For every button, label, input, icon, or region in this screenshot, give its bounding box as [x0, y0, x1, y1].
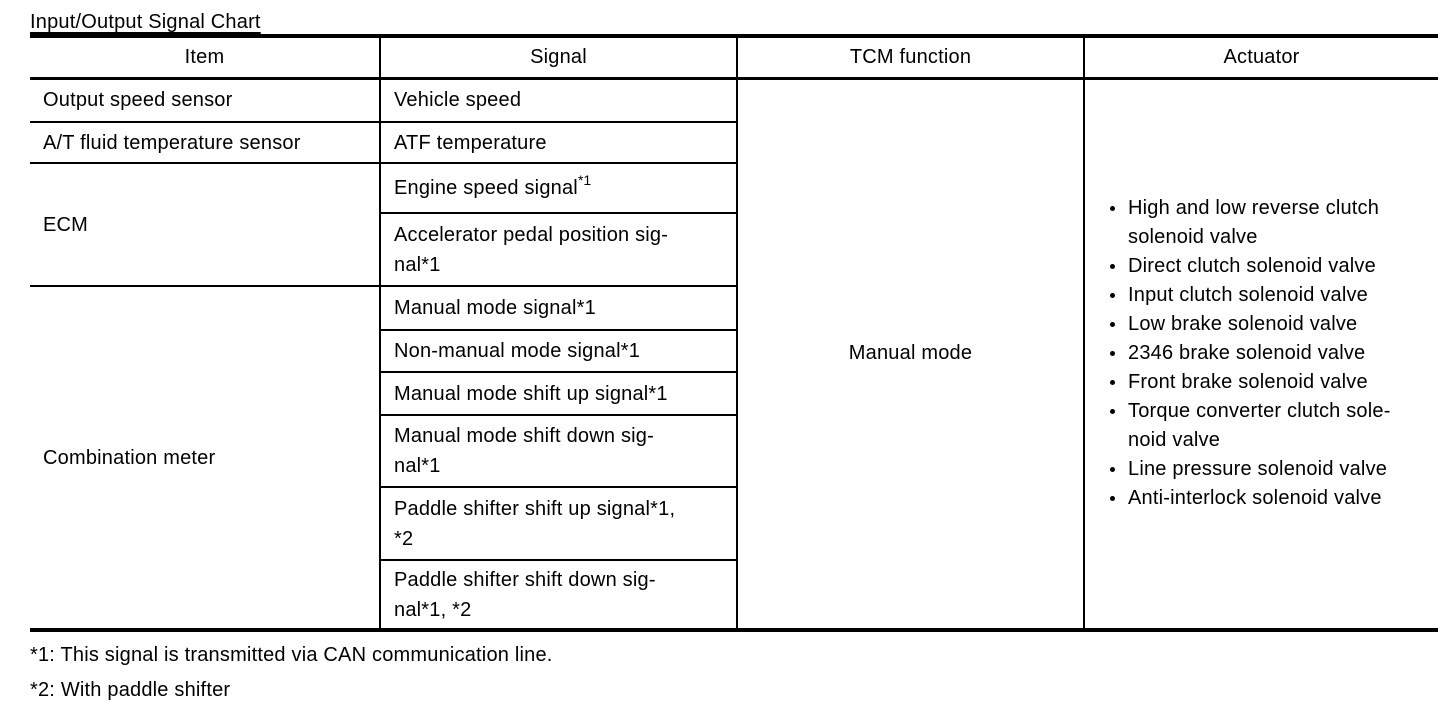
signal-cell-manual-mode-shift-down: Manual mode shift down sig- nal*1	[379, 414, 738, 488]
actuator-list: High and low reverse clutch solenoid val…	[1085, 194, 1438, 513]
actuator-label: Direct clutch solenoid valve	[1128, 255, 1376, 278]
actuator-list-item: Front brake solenoid valve	[1110, 368, 1434, 397]
actuator-list-item: 2346 brake solenoid valve	[1110, 339, 1434, 368]
footnote-ref-superscript: *1	[577, 172, 592, 189]
col-header-actuator: Actuator	[1083, 35, 1438, 80]
signal-cell-non-manual-mode: Non-manual mode signal*1	[379, 329, 738, 373]
table-row: ECM Engine speed signal*1	[30, 162, 1438, 287]
bullet-icon	[1110, 264, 1115, 270]
actuator-label: Line pressure solenoid valve	[1128, 458, 1388, 481]
footnote-1: *1: This signal is transmitted via CAN c…	[30, 644, 553, 666]
bullet-icon	[1110, 380, 1115, 386]
actuator-label: Anti-interlock solenoid valve	[1128, 487, 1382, 510]
bullet-icon	[1110, 351, 1115, 357]
actuator-label: Low brake solenoid valve	[1128, 313, 1358, 336]
table-row: Paddle shifter shift down sig- nal*1, *2	[30, 559, 1438, 631]
item-cell-output-speed-sensor: Output speed sensor	[30, 77, 381, 123]
actuator-label: High and low reverse clutch solenoid val…	[1128, 197, 1380, 249]
signal-cell-engine-speed: Engine speed signal*1	[379, 162, 738, 214]
actuator-label: 2346 brake solenoid valve	[1128, 342, 1366, 365]
footnotes: *1: This signal is transmitted via CAN c…	[30, 644, 1438, 701]
actuator-label: Input clutch solenoid valve	[1128, 284, 1368, 307]
actuator-list-item: Input clutch solenoid valve	[1110, 281, 1434, 310]
bullet-icon	[1110, 206, 1115, 212]
table-row: Output speed sensor Vehicle speed Manual…	[30, 77, 1438, 631]
signal-cell-vehicle-speed: Vehicle speed	[379, 77, 738, 123]
header-row: Item Signal TCM function Actuator	[30, 35, 1438, 80]
page-title: Input/Output Signal Chart	[30, 11, 261, 33]
bullet-icon	[1110, 496, 1115, 502]
actuator-cell: High and low reverse clutch solenoid val…	[1083, 77, 1438, 631]
bullet-icon	[1110, 467, 1115, 473]
tcm-function-cell: Manual mode	[736, 77, 1085, 631]
item-cell-at-fluid-temperature-sensor: A/T fluid temperature sensor	[30, 121, 381, 164]
table-row: Combination meter Manual mode signal*1	[30, 285, 1438, 631]
table-row: A/T fluid temperature sensor ATF tempera…	[30, 121, 1438, 164]
table-row: Paddle shifter shift up signal*1, *2	[30, 486, 1438, 561]
item-cell-ecm: ECM	[30, 162, 381, 287]
actuator-label: Torque converter clutch sole- noid valve	[1128, 400, 1391, 452]
table-row: Accelerator pedal position sig- nal*1	[30, 212, 1438, 287]
col-header-tcm-function: TCM function	[736, 35, 1085, 80]
actuator-list-item: Torque converter clutch sole- noid valve	[1110, 397, 1434, 455]
actuator-label: Front brake solenoid valve	[1128, 371, 1368, 394]
bullet-icon	[1110, 293, 1115, 299]
input-output-signal-chart-table: Item Signal TCM function Actuator Output…	[30, 34, 1438, 632]
table-row: Manual mode shift down sig- nal*1	[30, 414, 1438, 488]
table-row: Non-manual mode signal*1	[30, 329, 1438, 373]
actuator-list-item: High and low reverse clutch solenoid val…	[1110, 194, 1434, 252]
bullet-icon	[1110, 409, 1115, 415]
signal-cell-paddle-shifter-shift-down: Paddle shifter shift down sig- nal*1, *2	[379, 559, 738, 631]
footnote-2: *2: With paddle shifter	[30, 679, 231, 701]
actuator-list-item: Direct clutch solenoid valve	[1110, 252, 1434, 281]
col-header-item: Item	[30, 35, 381, 80]
signal-cell-atf-temperature: ATF temperature	[379, 121, 738, 164]
item-cell-combination-meter: Combination meter	[30, 285, 381, 631]
bullet-icon	[1110, 322, 1115, 328]
signal-label: Engine speed signal	[394, 177, 578, 199]
signal-cell-accelerator-pedal-position: Accelerator pedal position sig- nal*1	[379, 212, 738, 287]
col-header-signal: Signal	[379, 35, 738, 80]
signal-cell-manual-mode-shift-up: Manual mode shift up signal*1	[379, 371, 738, 416]
signal-cell-manual-mode: Manual mode signal*1	[379, 285, 738, 331]
actuator-list-item: Line pressure solenoid valve	[1110, 455, 1434, 484]
actuator-list-item: Low brake solenoid valve	[1110, 310, 1434, 339]
signal-cell-paddle-shifter-shift-up: Paddle shifter shift up signal*1, *2	[379, 486, 738, 561]
actuator-list-item: Anti-interlock solenoid valve	[1110, 484, 1434, 513]
table-row: Manual mode shift up signal*1	[30, 371, 1438, 416]
